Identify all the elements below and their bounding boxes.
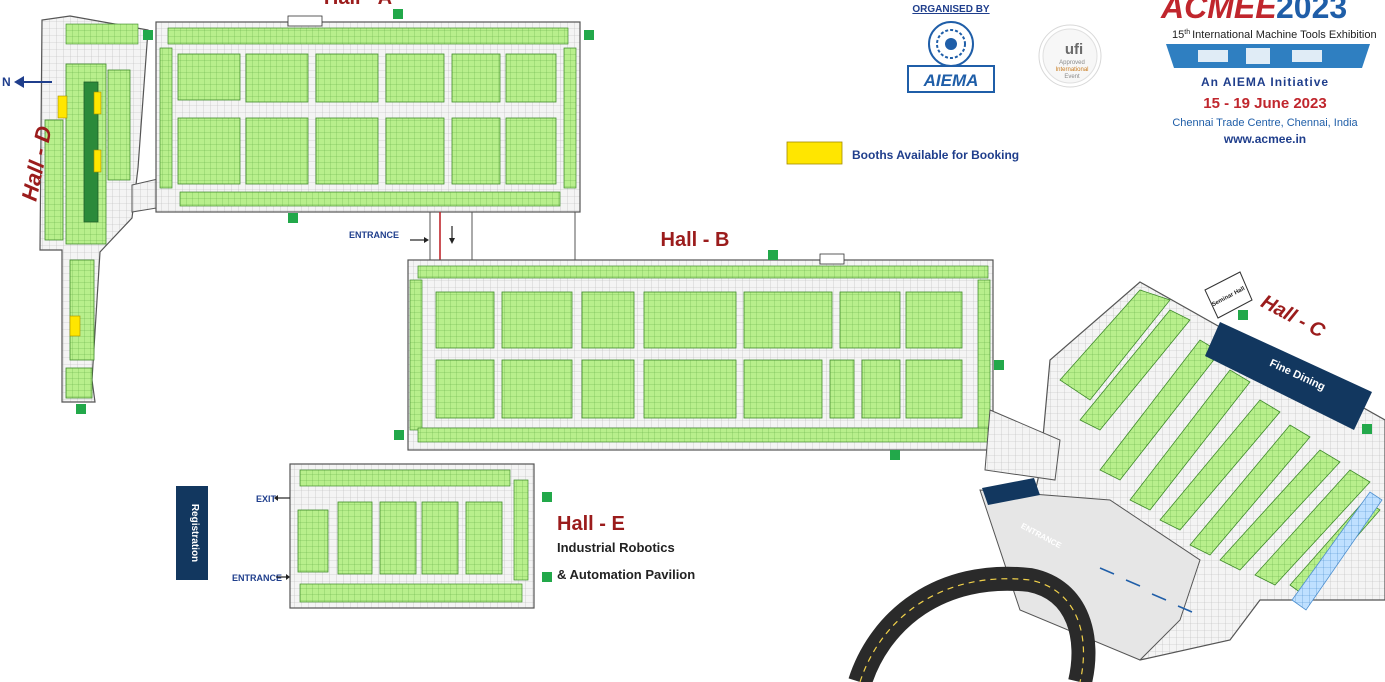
exit-sign-icon xyxy=(542,572,552,582)
hall-b-title: Hall - B xyxy=(661,229,730,251)
exit-sign-icon xyxy=(394,430,404,440)
hall-e-subtitle-line2: & Automation Pavilion xyxy=(557,567,695,582)
exit-sign-icon xyxy=(143,30,153,40)
event-venue: Chennai Trade Centre, Chennai, India xyxy=(1172,117,1358,129)
ufi-line-3: Event xyxy=(1064,74,1080,80)
hall-a-title: Hall - A xyxy=(324,0,392,9)
acmee-year-text: 2023 xyxy=(1276,0,1347,25)
edition-suffix: th xyxy=(1184,29,1190,36)
exit-sign-icon xyxy=(768,250,778,260)
exit-sign-icon xyxy=(76,404,86,414)
ufi-text: ufi xyxy=(1065,41,1083,58)
ufi-badge-icon xyxy=(1038,24,1102,88)
exit-sign-icon xyxy=(393,9,403,19)
hall-c-floor xyxy=(848,271,1385,682)
entrance-arrow-icon xyxy=(276,574,290,580)
hall-e-subtitle-line1: Industrial Robotics xyxy=(557,540,675,555)
entrance-e-label: ENTRANCE xyxy=(232,573,282,583)
event-website: www.acmee.in xyxy=(1223,132,1306,146)
corridor-a-b xyxy=(410,212,576,262)
organised-by-label: ORGANISED BY xyxy=(912,4,990,15)
exit-sign-icon xyxy=(288,213,298,223)
exit-sign-icon xyxy=(994,360,1004,370)
acmee-logo-text: ACMEE xyxy=(1160,0,1278,25)
registration-box xyxy=(176,486,208,580)
hall-e-title: Hall - E xyxy=(557,513,625,535)
event-dates: 15 - 19 June 2023 xyxy=(1203,95,1326,112)
exit-sign-icon xyxy=(584,30,594,40)
hall-c-title: Hall - C xyxy=(1257,291,1329,343)
hall-e-floor xyxy=(289,463,535,609)
machine-tools-banner-icon xyxy=(1166,44,1370,68)
north-label: N xyxy=(2,75,11,89)
exit-arrow-icon xyxy=(274,495,290,501)
legend-swatch-available xyxy=(786,141,843,165)
aiema-logo-text: AIEMA xyxy=(923,71,979,90)
edition-number-value: 15 xyxy=(1172,29,1184,41)
registration-label: Registration xyxy=(189,504,200,562)
exit-e-label: EXIT xyxy=(256,494,277,504)
ufi-line-2: International xyxy=(1055,67,1088,73)
aiema-logo-icon xyxy=(907,21,995,93)
legend-label: Booths Available for Booking xyxy=(852,148,1019,162)
exit-sign-icon xyxy=(1238,310,1248,320)
hall-a-floor xyxy=(155,15,581,213)
exit-sign-icon xyxy=(1362,424,1372,434)
entrance-b-label: ENTRANCE xyxy=(349,230,399,240)
edition-text: International Machine Tools Exhibition xyxy=(1192,29,1376,41)
hall-d-floor xyxy=(39,15,176,403)
ufi-line-1: Approved xyxy=(1059,60,1085,66)
north-arrow xyxy=(14,76,52,88)
exit-sign-icon xyxy=(542,492,552,502)
hall-b-floor xyxy=(407,253,994,451)
exit-sign-icon xyxy=(890,450,900,460)
initiative-text: An AIEMA Initiative xyxy=(1201,75,1329,89)
